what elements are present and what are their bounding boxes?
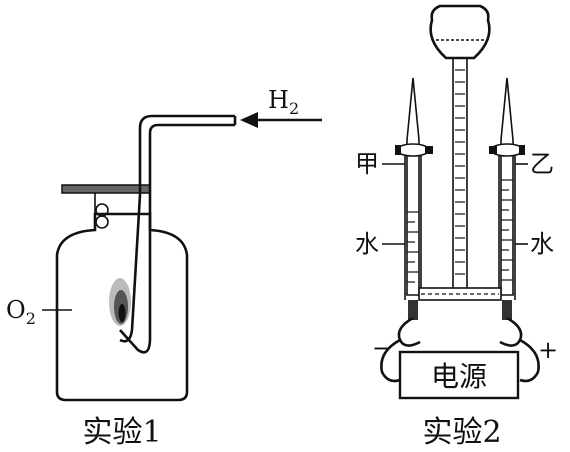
experiment-2-caption: 实验2 [422,415,501,450]
hydrogen-tube [119,114,235,343]
right-water-label: 水 [530,230,554,258]
power-label: 电源 [431,360,487,393]
positive-terminal-sign: + [538,336,558,364]
left-tube-jia [406,77,420,296]
negative-terminal-sign: − [372,334,392,362]
right-stopcock-key [489,146,497,154]
right-stopcock-key [519,145,525,155]
left-clip [397,316,421,347]
left-wire [380,338,401,383]
gas-flow-arrowhead [240,112,258,128]
central-water-marks [455,69,465,275]
power-supply [398,350,520,400]
hydrogen-tube [119,123,235,354]
right-tube-yi [500,77,514,296]
left-stopcock-key [425,146,433,154]
right-water-marks [501,179,513,281]
hydrogen-label: H2 [268,86,299,118]
flame [109,278,131,326]
left-stopcock [396,143,430,157]
experiment-1: H2 O2 实验1 [6,86,322,450]
experiment-1-caption: 实验1 [82,415,161,450]
left-water-label: 水 [355,230,379,258]
gas-bottle [55,212,189,402]
bottle-lid [61,184,151,194]
left-tube-label: 甲 [355,150,379,178]
right-tube-label: 乙 [530,150,554,178]
left-electrode [408,300,418,320]
left-stopcock-key [395,145,401,155]
oxygen-label: O2 [6,296,36,328]
experiment-2: 电源 − + 甲 乙 水 水 实验2 [355,4,558,450]
left-water-marks [407,211,419,283]
right-clip [499,316,523,347]
right-electrode [502,300,512,320]
right-wire [519,338,540,383]
stopper-knob [95,215,109,229]
reservoir-bulb [429,4,491,60]
